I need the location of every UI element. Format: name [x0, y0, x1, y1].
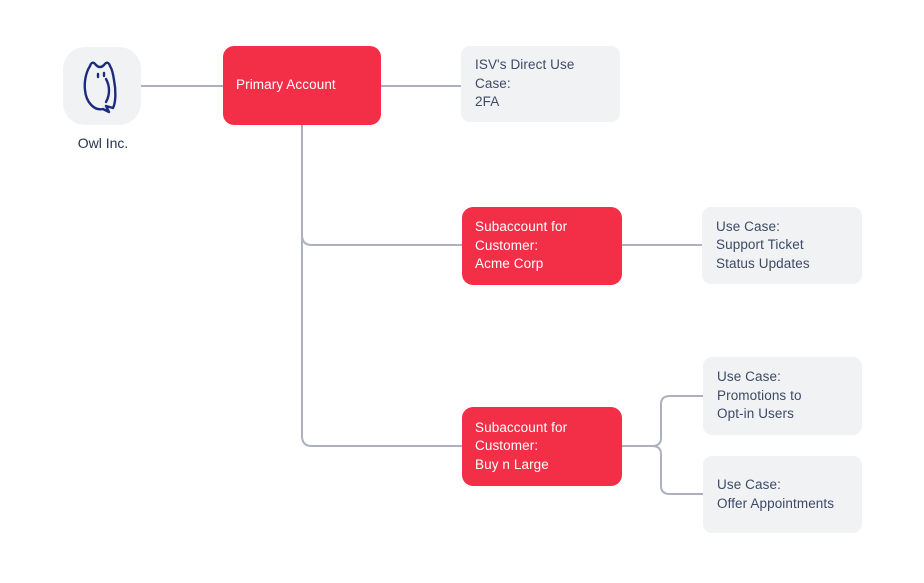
node-subaccount-buy-n-large: Subaccount for Customer: Buy n Large [462, 407, 622, 486]
edge-primary-to-acme [301, 234, 462, 246]
node-label-line: ISV's Direct Use Case: [475, 57, 575, 91]
node-label-line: Acme Corp [475, 256, 544, 272]
owl-wing-path [104, 77, 111, 104]
node-label-line: Use Case: [716, 218, 780, 234]
node-label-line: Opt-in Users [717, 406, 794, 422]
node-isv-direct-use-case: ISV's Direct Use Case: 2FA [461, 46, 620, 122]
node-subaccount-acme-corp: Subaccount for Customer: Acme Corp [462, 207, 622, 285]
node-label-line: Promotions to [717, 387, 802, 403]
node-label-line: Primary Account [236, 77, 336, 93]
node-label-line: Subaccount for [475, 219, 568, 235]
node-use-case-support-ticket: Use Case: Support Ticket Status Updates [702, 207, 862, 284]
node-use-case-offer-appointments: Use Case: Offer Appointments [703, 456, 862, 533]
edge-primary-to-buy-n-large [301, 125, 462, 447]
node-label-line: Use Case: [717, 477, 781, 492]
owl-brow-path [88, 61, 112, 69]
edge-buy-n-large-to-appointments [622, 445, 703, 495]
node-label-line: Buy n Large [475, 456, 549, 472]
node-label-line: Offer Appointments [717, 495, 835, 511]
owl-body-path [83, 64, 117, 114]
node-label-line: Subaccount for [475, 419, 568, 435]
node-label-line: Use Case: [717, 369, 781, 385]
owl-icon [83, 61, 117, 114]
company-name-label: Owl Inc. [77, 135, 129, 151]
node-primary-account: Primary Account [223, 46, 381, 125]
node-use-case-promotions: Use Case: Promotions to Opt-in Users [703, 357, 862, 435]
edge-buy-n-large-to-promotions [622, 395, 703, 447]
node-label-line: Status Updates [716, 255, 810, 271]
node-label-line: 2FA [475, 94, 500, 110]
node-label-line: Support Ticket [716, 237, 804, 253]
node-label-line: Customer: [475, 438, 539, 454]
company-logo-tile [63, 47, 141, 125]
node-label-line: Customer: [475, 237, 539, 253]
